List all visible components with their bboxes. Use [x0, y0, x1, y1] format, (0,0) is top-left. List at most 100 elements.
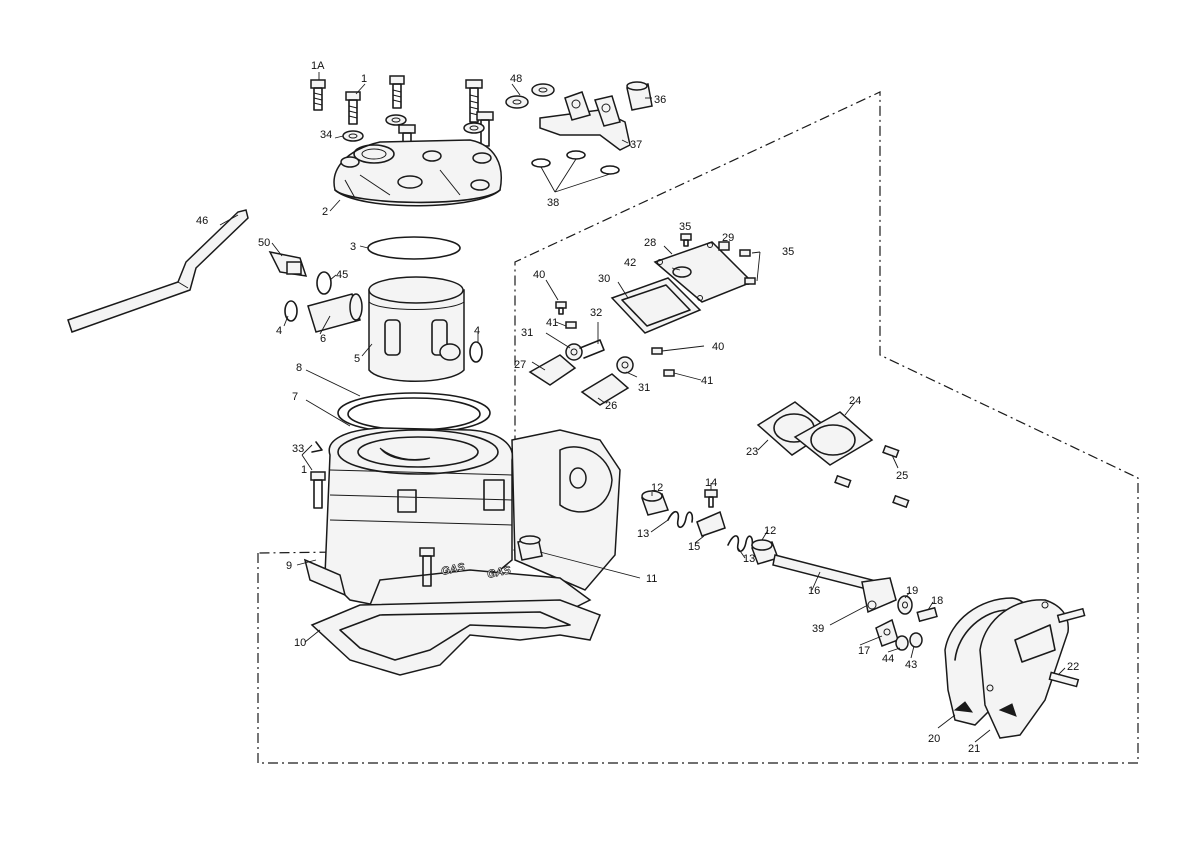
circlip-4-right — [469, 341, 483, 363]
stud-center — [419, 547, 435, 587]
cylinder-brand-1: GAS — [440, 561, 466, 578]
washer-48 — [505, 95, 529, 109]
plate-17 — [875, 618, 899, 647]
piston — [368, 276, 465, 382]
callout-13-left: 13 — [637, 528, 649, 540]
pin-33 — [311, 441, 323, 453]
callout-7: 7 — [292, 391, 298, 403]
callout-24: 24 — [849, 395, 861, 407]
fitting-50 — [268, 250, 308, 277]
gasket-8 — [337, 392, 491, 434]
callout-5: 5 — [354, 353, 360, 365]
valve-blade-27 — [528, 354, 577, 386]
callout-8: 8 — [296, 362, 302, 374]
bushing-12-left — [641, 490, 669, 516]
callout-10: 10 — [294, 637, 306, 649]
screws-25 — [834, 444, 910, 509]
valve-assembly-boundary — [257, 91, 1139, 764]
spring-13-left — [667, 510, 694, 529]
callout-11: 11 — [646, 573, 657, 585]
screw-14 — [704, 489, 718, 508]
callout-16: 16 — [808, 585, 820, 597]
bolt-center — [389, 75, 405, 109]
washer-44 — [895, 635, 909, 651]
piston-pin — [307, 293, 363, 333]
bolt-1a — [310, 79, 326, 111]
callout-4-left: 4 — [276, 325, 282, 337]
circlip-4-left — [284, 300, 298, 322]
o-ring-45 — [316, 271, 332, 295]
callout-35-top: 35 — [679, 221, 691, 233]
callout-46: 46 — [196, 215, 208, 227]
callout-3: 3 — [350, 241, 356, 253]
callout-14: 14 — [705, 477, 717, 489]
callout-13-right: 13 — [743, 553, 755, 565]
spring-13-right — [727, 535, 754, 553]
callout-9: 9 — [286, 560, 292, 572]
bolt-1 — [345, 91, 361, 125]
callout-31-right: 31 — [638, 382, 650, 394]
nut-43 — [909, 632, 923, 648]
callout-27: 27 — [514, 359, 526, 371]
o-ring-7 — [347, 397, 481, 431]
callout-labels: 1A 1 1 2 3 4 4 5 6 7 8 9 10 11 12 12 13 … — [196, 60, 1079, 755]
callout-34: 34 — [320, 129, 332, 141]
callout-6: 6 — [320, 333, 326, 345]
callout-1-top: 1 — [361, 73, 367, 85]
callout-42: 42 — [624, 257, 636, 269]
callout-48: 48 — [510, 73, 522, 85]
cable-rod-46 — [67, 209, 249, 333]
bolt-right — [465, 79, 483, 123]
callout-21: 21 — [968, 743, 980, 755]
callout-36: 36 — [654, 94, 666, 106]
callout-17: 17 — [858, 645, 870, 657]
callout-23: 23 — [746, 446, 758, 458]
callout-40-right: 40 — [712, 341, 724, 353]
callout-15: 15 — [688, 541, 700, 553]
o-rings-38 — [531, 150, 620, 193]
callout-43: 43 — [905, 659, 917, 671]
washer-19 — [897, 595, 913, 615]
callout-30: 30 — [598, 273, 610, 285]
callout-41-left: 41 — [546, 317, 558, 329]
piston-ring — [367, 236, 461, 260]
screws-22 — [1048, 607, 1086, 688]
gasket-24 — [793, 411, 874, 466]
callout-45: 45 — [336, 269, 348, 281]
callout-33: 33 — [292, 443, 304, 455]
valve-blade-26 — [580, 373, 630, 406]
callout-4-right: 4 — [474, 325, 480, 337]
callout-12-right: 12 — [764, 525, 776, 537]
callout-2: 2 — [322, 206, 328, 218]
bracket-37 — [539, 91, 631, 151]
nut-11 — [517, 535, 543, 561]
callout-35-right: 35 — [782, 246, 794, 258]
callout-12-left: 12 — [651, 482, 663, 494]
callout-1-cyl: 1 — [301, 464, 307, 476]
callout-18: 18 — [931, 595, 943, 607]
callout-39: 39 — [812, 623, 824, 635]
callout-22: 22 — [1067, 661, 1079, 673]
leader-lines — [219, 72, 1066, 743]
cylinder: GAS GAS — [303, 427, 621, 621]
washer-34 — [342, 130, 364, 142]
callout-20: 20 — [928, 733, 940, 745]
screw-18 — [916, 606, 938, 623]
callout-1A: 1A — [311, 60, 325, 72]
stud-1 — [310, 471, 326, 509]
callout-40-left: 40 — [533, 269, 545, 281]
cylinder-brand-2: GAS — [486, 564, 512, 581]
callout-41-right: 41 — [701, 375, 713, 387]
screws-35 — [680, 233, 761, 285]
cylinder-head — [333, 139, 502, 207]
callout-29: 29 — [722, 232, 734, 244]
clamp-15 — [696, 510, 726, 537]
head-bolts — [310, 75, 555, 164]
callout-28: 28 — [644, 237, 656, 249]
bushing-12-right — [751, 539, 779, 565]
callout-38: 38 — [547, 197, 559, 209]
screw-29 — [718, 241, 730, 251]
callout-25: 25 — [896, 470, 908, 482]
callout-26: 26 — [605, 400, 617, 412]
